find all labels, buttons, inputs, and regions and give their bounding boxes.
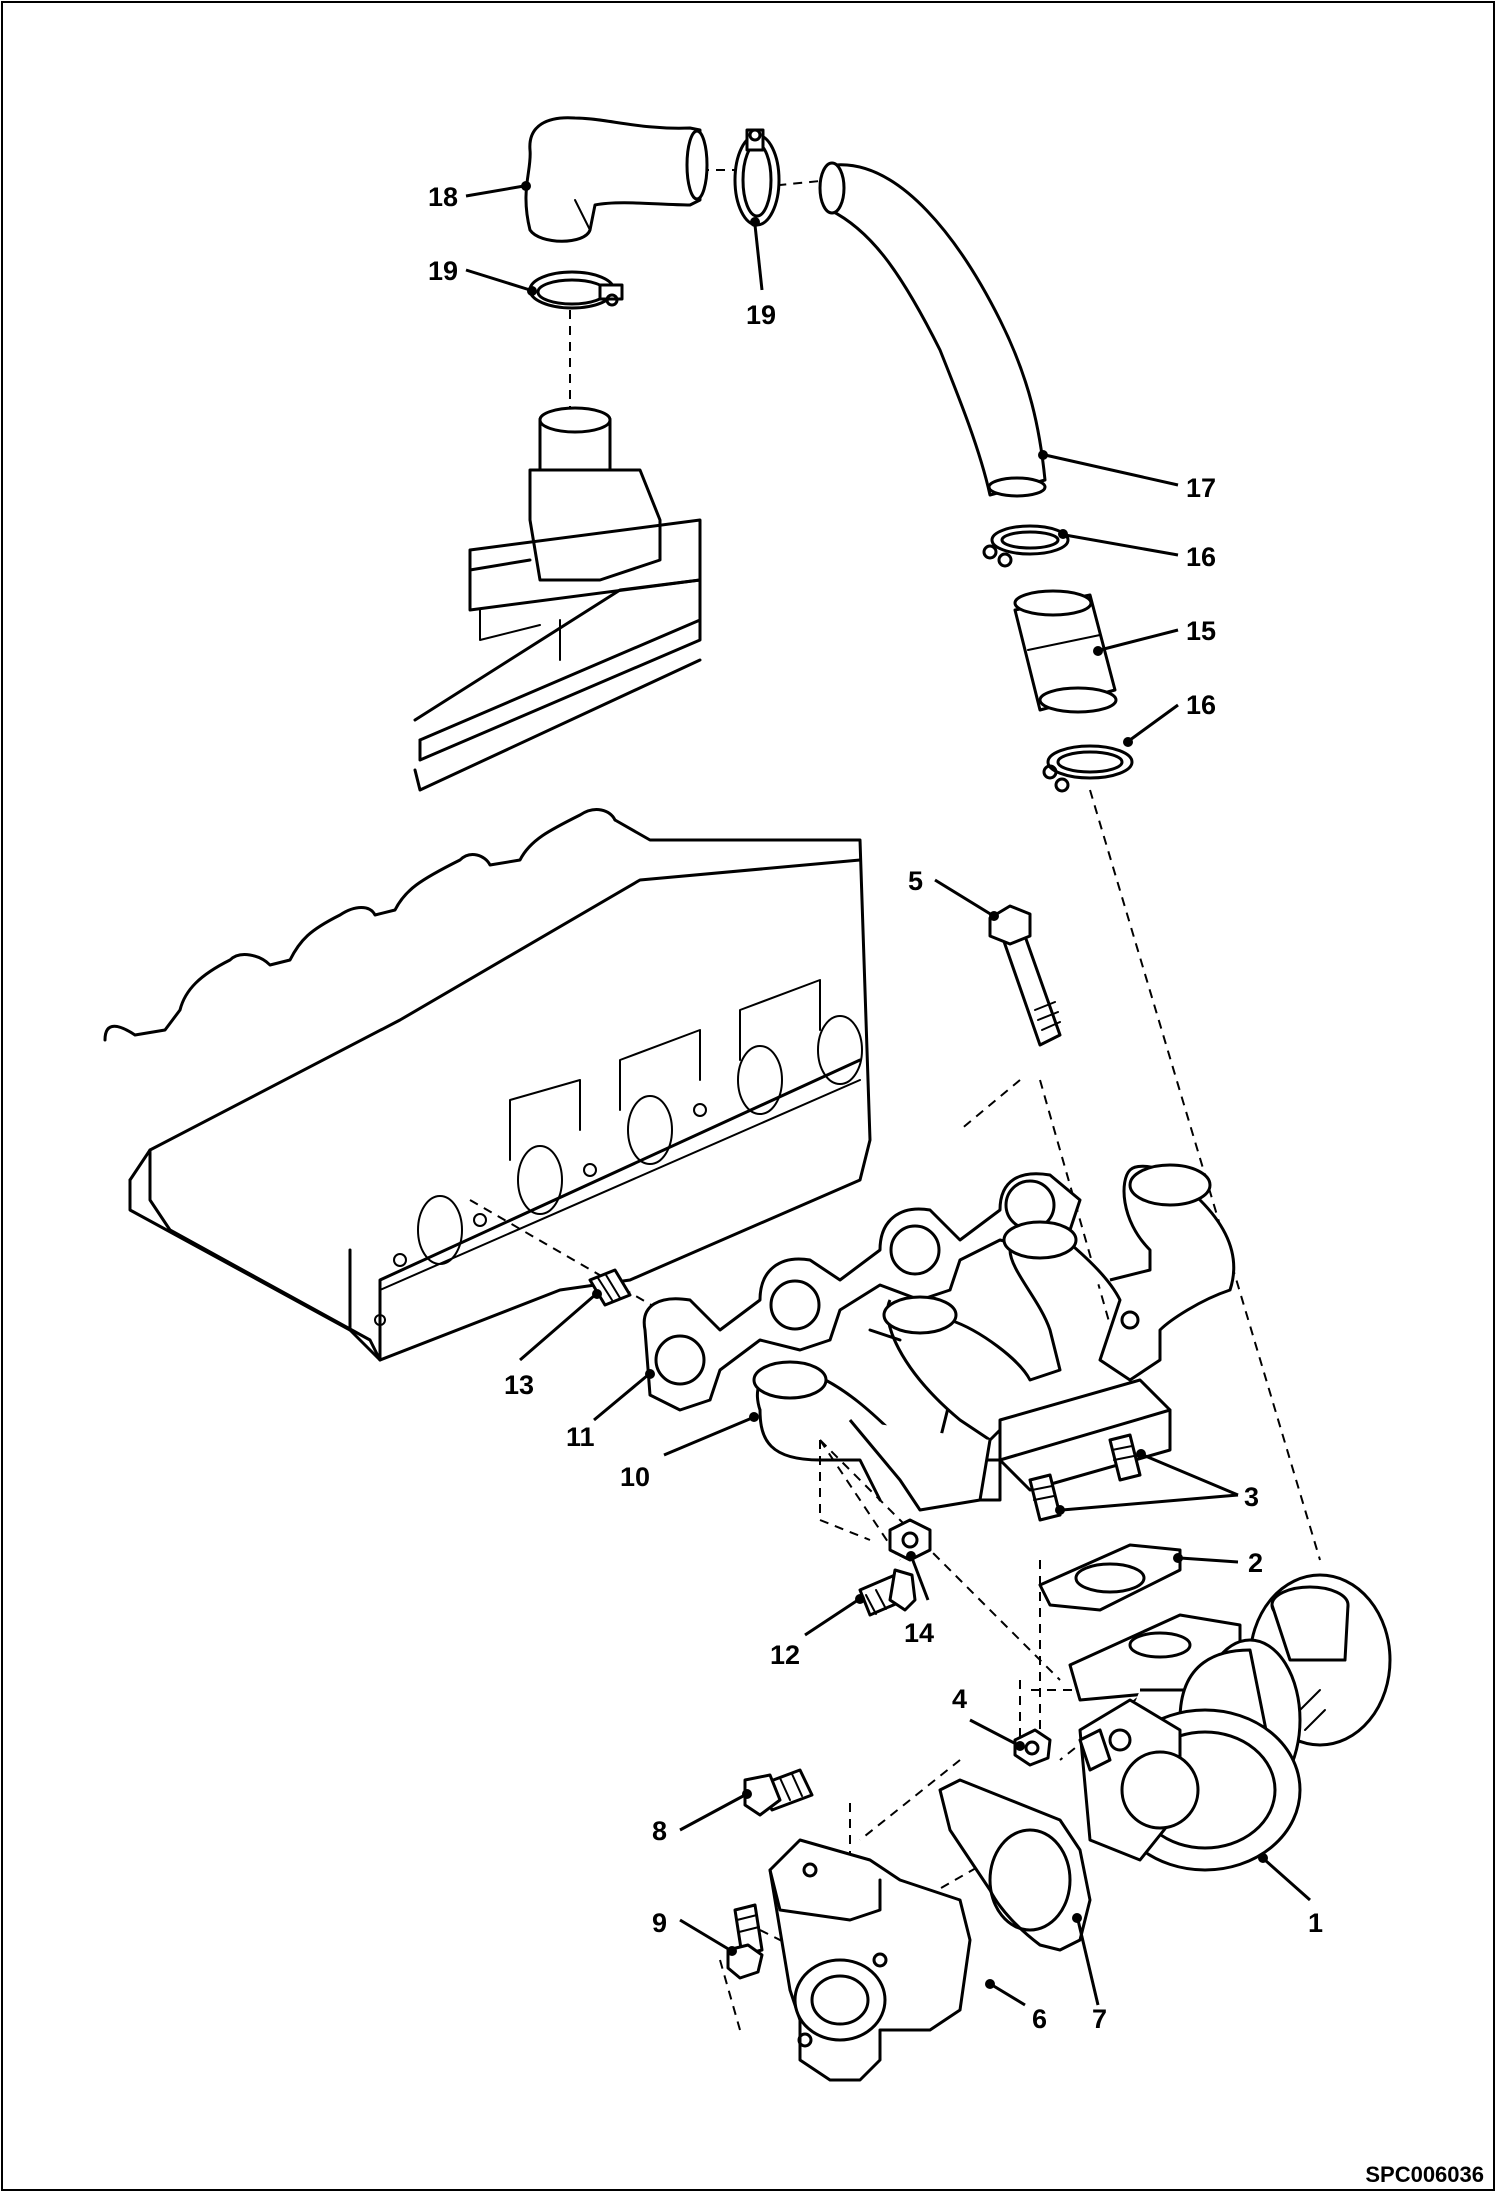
callout-leaders: [465, 181, 1311, 2007]
hose-clamp-part-19-right: [733, 128, 781, 227]
stud-part-3-a: [1108, 1433, 1142, 1482]
callout-7: 7: [1092, 2004, 1107, 2034]
callout-9: 9: [652, 1908, 667, 1938]
callout-6: 6: [1032, 2004, 1047, 2034]
callout-17: 17: [1186, 473, 1216, 503]
turbo-gasket-part-2: [1038, 1543, 1182, 1612]
intake-manifold: [413, 406, 702, 792]
exhaust-gasket-part-11: [642, 1172, 1082, 1412]
hose-clamp-part-16-upper: [982, 524, 1070, 568]
hose-coupling-part-15: [1013, 589, 1118, 714]
callout-15: 15: [1186, 616, 1216, 646]
stud-part-3-b: [1028, 1473, 1062, 1522]
callout-5: 5: [908, 866, 923, 896]
callout-13: 13: [504, 1370, 534, 1400]
turbo-outlet-gasket-part-7: [938, 1778, 1092, 1952]
callout-19-left: 19: [428, 256, 458, 286]
stud-part-13: [588, 1268, 632, 1307]
callout-2: 2: [1248, 1548, 1263, 1578]
callout-10: 10: [620, 1462, 650, 1492]
hose-clamp-part-16-lower: [1042, 744, 1134, 793]
turbocharger-part-1: [1068, 1573, 1392, 1872]
nut-part-4: [1013, 1728, 1052, 1767]
bolt-part-12: [858, 1568, 917, 1617]
callout-11: 11: [566, 1422, 595, 1452]
callout-16-upper: 16: [1186, 542, 1216, 572]
callout-12: 12: [770, 1640, 800, 1670]
callout-14: 14: [904, 1618, 934, 1648]
callout-labels: 18 19 19 17 16 15 16 5 3 2 4 1 8 9 6 7 1…: [428, 182, 1323, 2034]
cylinder-head: [103, 808, 872, 1362]
callout-16-lower: 16: [1186, 690, 1216, 720]
callout-18: 18: [428, 182, 458, 212]
callout-8: 8: [652, 1816, 667, 1846]
callout-4: 4: [952, 1684, 967, 1714]
callout-19-right: 19: [746, 300, 776, 330]
bolt-part-9: [726, 1903, 764, 1980]
nut-part-14: [888, 1518, 932, 1562]
exhaust-manifold-part-10: [752, 1163, 1236, 1512]
stud-bolt-part-5: [988, 904, 1062, 1047]
elbow-hose-part-18: [524, 116, 709, 243]
drawing-code: SPC006036: [1365, 2162, 1484, 2187]
bolt-part-8: [743, 1768, 814, 1817]
air-pipe-part-17: [818, 161, 1047, 498]
hose-clamp-part-19-left: [528, 270, 624, 310]
turbo-outlet-elbow-part-6: [768, 1838, 972, 2082]
callout-3: 3: [1244, 1482, 1259, 1512]
callout-1: 1: [1308, 1908, 1323, 1938]
